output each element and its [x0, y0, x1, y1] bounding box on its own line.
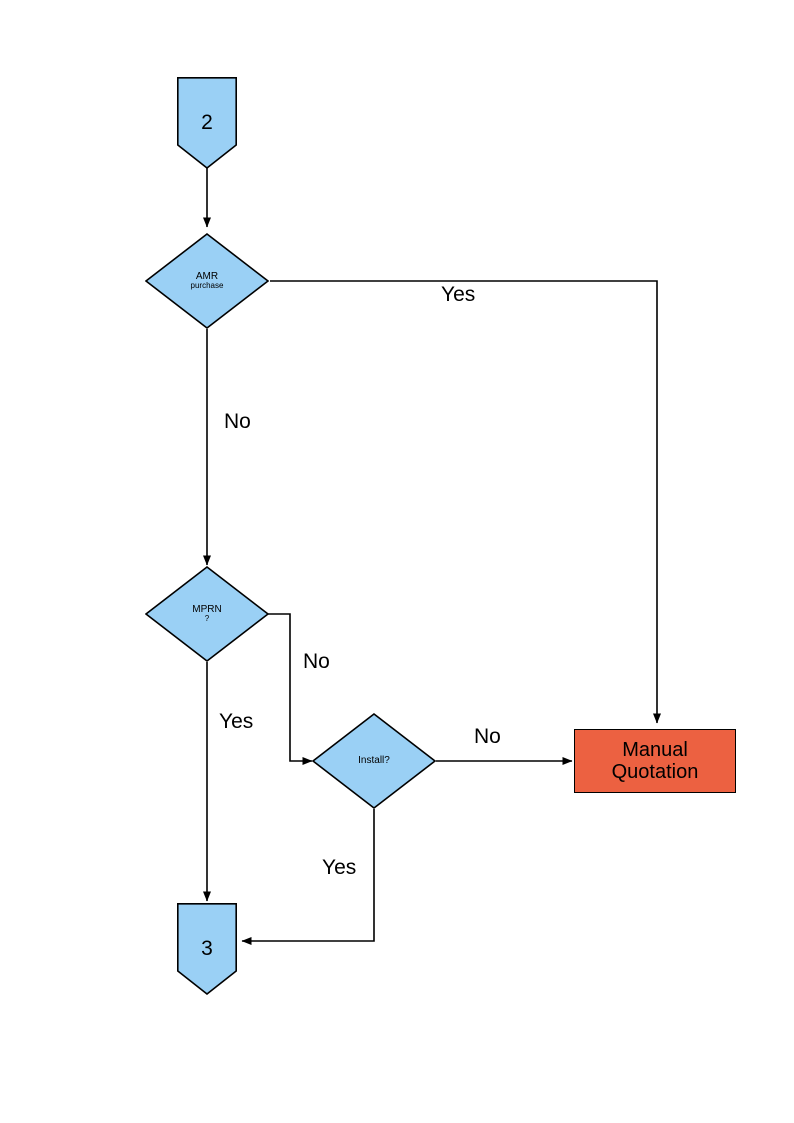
edge-label-amr-no: No [224, 410, 251, 433]
edge-label-install-no: No [474, 725, 501, 748]
decision-node-mprn[interactable]: MPRN ? [145, 566, 269, 662]
connector-node-2[interactable]: 2 [177, 77, 237, 169]
edge-install-yes [241, 809, 375, 945]
pentagon-shape [177, 77, 237, 169]
connector-node-3[interactable]: 3 [177, 903, 237, 995]
pentagon-shape [177, 903, 237, 995]
diamond-shape [312, 713, 436, 809]
edge-label-amr-yes: Yes [441, 283, 476, 306]
edge-label-install-yes: Yes [322, 856, 357, 879]
edge-label-mprn-yes: Yes [219, 710, 254, 733]
rectangle-shape [574, 729, 736, 793]
edge-label-mprn-no: No [303, 650, 330, 673]
process-node-manual-quotation[interactable]: Manual Quotation [574, 729, 736, 793]
diamond-shape [145, 233, 269, 329]
decision-node-install[interactable]: Install? [312, 713, 436, 809]
decision-node-amr-purchase[interactable]: AMR purchase [145, 233, 269, 329]
diamond-shape [145, 566, 269, 662]
edge-mprn-no [262, 613, 313, 765]
edge-amr-yes [270, 280, 661, 724]
